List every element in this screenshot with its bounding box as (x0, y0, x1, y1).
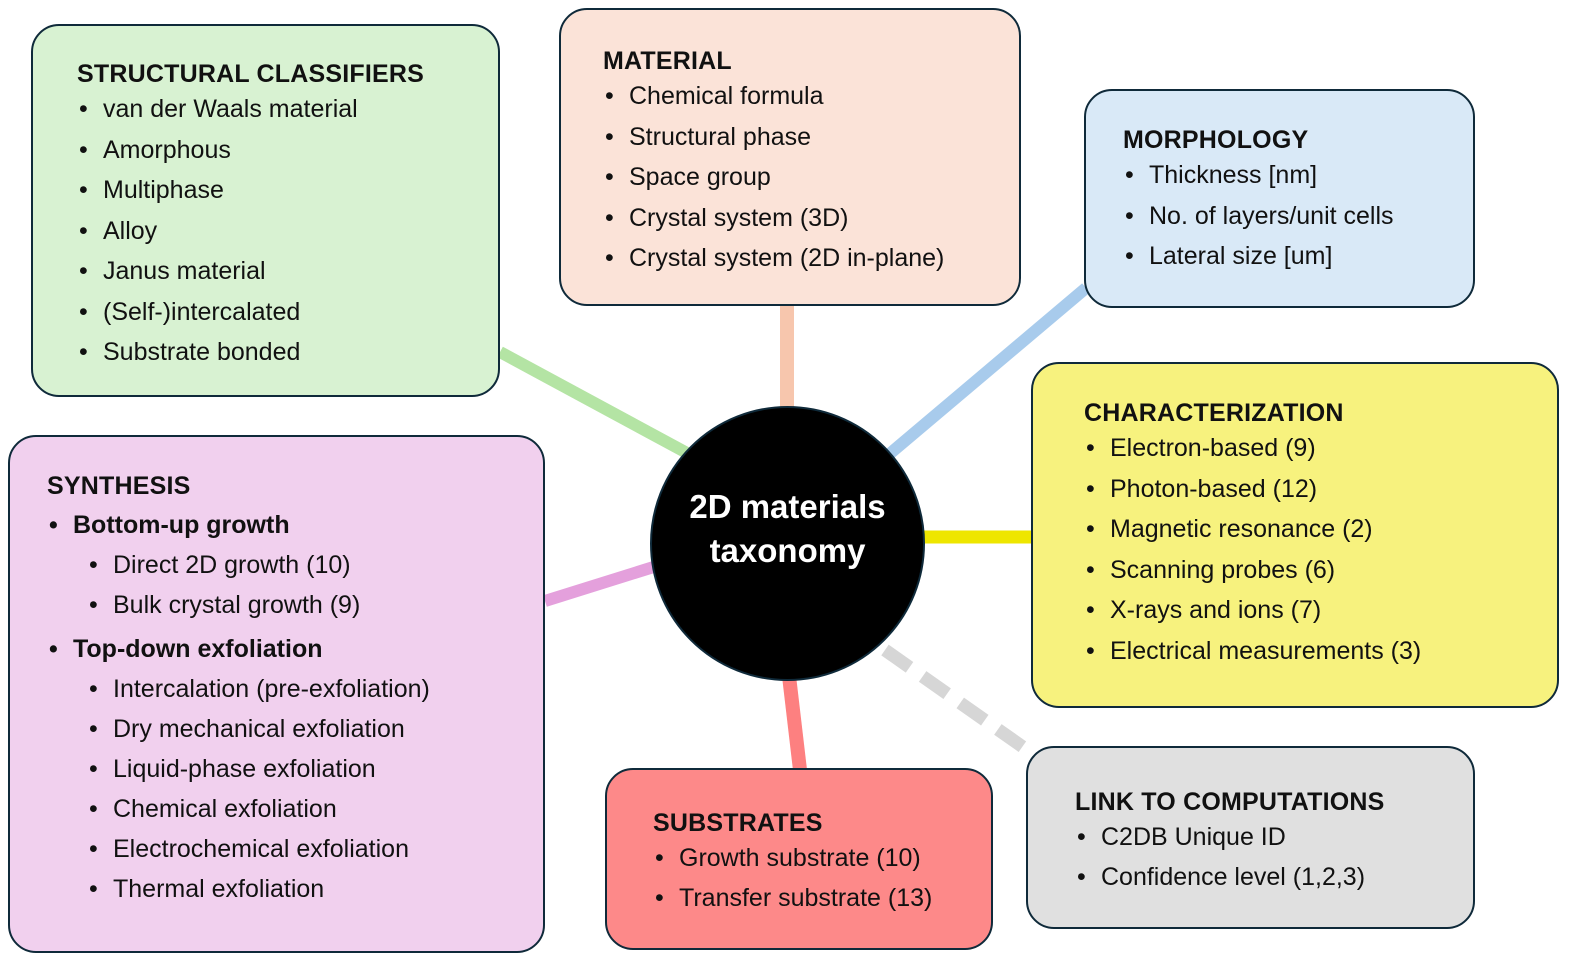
list-group-heading: Bottom-up growth (47, 505, 543, 545)
list-item: Amorphous (77, 130, 498, 171)
category-title: MATERIAL (603, 47, 732, 75)
list-item: Lateral size [um] (1123, 236, 1473, 277)
list-item: Janus material (77, 251, 498, 292)
category-item-list: Chemical formula Structural phase Space … (603, 76, 1019, 279)
list-item: Intercalation (pre-exfoliation) (87, 669, 543, 709)
list-item: Direct 2D growth (10) (87, 545, 543, 585)
list-item: Dry mechanical exfoliation (87, 709, 543, 749)
list-item: No. of layers/unit cells (1123, 196, 1473, 237)
central-topic-node: 2D materials taxonomy (650, 406, 925, 681)
category-box-link-to-computations: LINK TO COMPUTATIONS C2DB Unique ID Conf… (1026, 746, 1475, 929)
list-item: Crystal system (2D in-plane) (603, 238, 1019, 279)
connector-structural (497, 346, 703, 466)
list-item: Thickness [nm] (1123, 155, 1473, 196)
category-box-morphology: MORPHOLOGY Thickness [nm] No. of layers/… (1084, 89, 1475, 308)
list-item: Electrical measurements (3) (1084, 631, 1557, 672)
category-box-substrates: SUBSTRATES Growth substrate (10) Transfe… (605, 768, 993, 950)
list-item: (Self-)intercalated (77, 292, 498, 333)
category-title: LINK TO COMPUTATIONS (1075, 788, 1385, 816)
central-topic-title: 2D materials taxonomy (689, 487, 886, 569)
list-item: Multiphase (77, 170, 498, 211)
category-title: SUBSTRATES (653, 809, 823, 837)
list-item: X-rays and ions (7) (1084, 590, 1557, 631)
list-item: Confidence level (1,2,3) (1075, 857, 1473, 897)
list-item: Bulk crystal growth (9) (87, 585, 543, 625)
category-item-list: Thickness [nm] No. of layers/unit cells … (1123, 155, 1473, 277)
list-item: Liquid-phase exfoliation (87, 749, 543, 789)
list-item: Scanning probes (6) (1084, 550, 1557, 591)
list-group-heading: Top-down exfoliation (47, 629, 543, 669)
list-item: Photon-based (12) (1084, 469, 1557, 510)
category-item-list: van der Waals material Amorphous Multiph… (77, 89, 498, 373)
list-item: van der Waals material (77, 89, 498, 130)
category-box-synthesis: SYNTHESIS Bottom-up growth Direct 2D gro… (8, 435, 545, 953)
category-title: MORPHOLOGY (1123, 126, 1309, 154)
connector-computations (881, 644, 1034, 758)
connector-synthesis (543, 559, 662, 607)
list-item: Alloy (77, 211, 498, 252)
connector-morphology (876, 283, 1090, 467)
category-item-list: Electron-based (9) Photon-based (12) Mag… (1084, 428, 1557, 671)
category-item-list: Growth substrate (10) Transfer substrate… (653, 838, 991, 918)
list-item: Thermal exfoliation (87, 869, 543, 909)
list-item: Transfer substrate (13) (653, 878, 991, 918)
category-item-list: Bottom-up growth Direct 2D growth (10) B… (47, 505, 543, 909)
list-item: Chemical exfoliation (87, 789, 543, 829)
list-item: Chemical formula (603, 76, 1019, 117)
list-item: Space group (603, 157, 1019, 198)
category-item-list: C2DB Unique ID Confidence level (1,2,3) (1075, 817, 1473, 897)
category-box-structural-classifiers: STRUCTURAL CLASSIFIERS van der Waals mat… (31, 24, 500, 397)
list-item: Electrochemical exfoliation (87, 829, 543, 869)
category-box-material: MATERIAL Chemical formula Structural pha… (559, 8, 1021, 306)
list-item: Structural phase (603, 117, 1019, 158)
category-title: STRUCTURAL CLASSIFIERS (77, 60, 425, 88)
category-box-characterization: CHARACTERIZATION Electron-based (9) Phot… (1031, 362, 1559, 708)
connector-substrates (782, 675, 807, 771)
category-title: SYNTHESIS (47, 472, 191, 500)
list-item: Growth substrate (10) (653, 838, 991, 878)
list-item: Electron-based (9) (1084, 428, 1557, 469)
category-title: CHARACTERIZATION (1084, 399, 1344, 427)
list-item: Magnetic resonance (2) (1084, 509, 1557, 550)
list-item: Crystal system (3D) (603, 198, 1019, 239)
list-item: C2DB Unique ID (1075, 817, 1473, 857)
list-item: Substrate bonded (77, 332, 498, 373)
